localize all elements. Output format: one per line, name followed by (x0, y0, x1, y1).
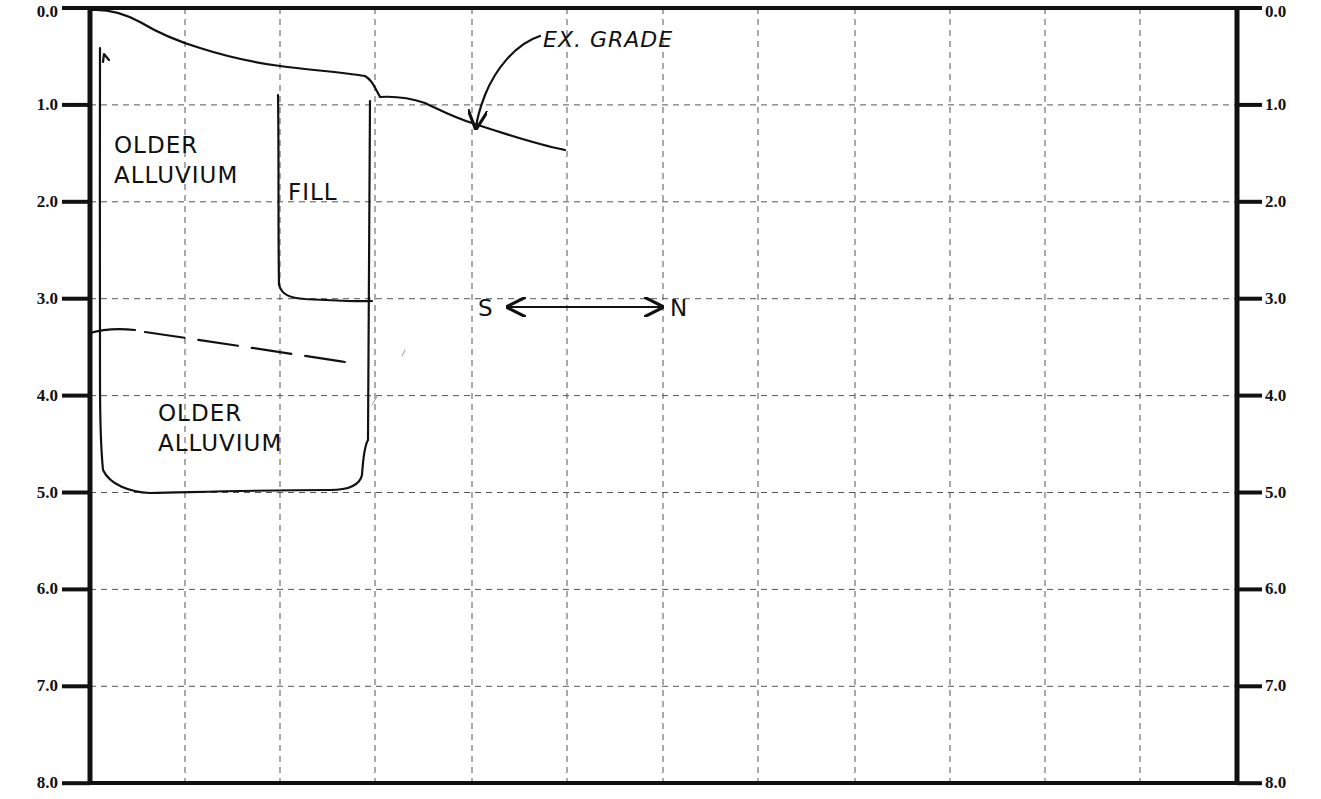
axis-tick (62, 684, 90, 688)
depth-value: 4.0 (1265, 386, 1286, 406)
axis-tick (1237, 103, 1262, 107)
axis-tick (62, 200, 90, 204)
axis-tick (1237, 297, 1262, 301)
axis-tick (62, 297, 90, 301)
fill-boundary (278, 95, 372, 301)
depth-value: 4.0 (37, 386, 58, 406)
axis-tick (1237, 587, 1262, 591)
depth-value: 6.0 (37, 579, 58, 599)
axis-tick (62, 394, 90, 398)
grid-line (90, 395, 1237, 396)
depth-value: 2.0 (37, 192, 58, 212)
grade-callout: EX. GRADE (543, 27, 673, 53)
axis-tick (1237, 200, 1262, 204)
axis-tick (62, 587, 90, 591)
depth-value: 2.0 (1265, 192, 1286, 212)
grid-lines (90, 8, 1237, 783)
leader-arrow (476, 36, 540, 128)
grid-line (90, 298, 1237, 299)
pencil-mark (372, 350, 405, 405)
stratum-contact-dashed (145, 332, 358, 364)
soil-unit-label: OLDER ALLUVIUM (158, 398, 318, 458)
axis-tick (1237, 781, 1262, 785)
axis-tick (62, 6, 90, 10)
depth-value: 5.0 (1265, 483, 1286, 503)
axis-tick (62, 491, 90, 495)
axis-tick (62, 103, 90, 107)
direction-label: S (478, 293, 494, 323)
depth-value: 0.0 (37, 2, 58, 22)
depth-value: 8.0 (37, 773, 58, 793)
grid-line (1045, 8, 1046, 783)
grid-line (90, 201, 1237, 202)
depth-value: 5.0 (37, 483, 58, 503)
corner-mark (103, 54, 109, 62)
depth-value: 6.0 (1265, 579, 1286, 599)
depth-value: 0.0 (1265, 2, 1286, 22)
depth-value: 7.0 (37, 676, 58, 696)
soil-unit-label: FILL (288, 177, 338, 207)
direction-label: N (670, 293, 688, 323)
axis-tick (1237, 394, 1262, 398)
trench-outline (100, 48, 370, 493)
grid-line (758, 8, 759, 783)
grid-line (375, 8, 376, 783)
depth-value: 1.0 (1265, 95, 1286, 115)
soil-unit-label: OLDER ALLUVIUM (114, 130, 274, 190)
grid-line (185, 8, 186, 783)
axis-ticks (62, 8, 1262, 783)
sheet-frame (90, 6, 1237, 785)
depth-value: 3.0 (37, 289, 58, 309)
stratum-contact-solid (90, 329, 135, 333)
axis-tick (1237, 684, 1262, 688)
depth-value: 1.0 (37, 95, 58, 115)
grid-line (90, 589, 1237, 590)
depth-value: 7.0 (1265, 676, 1286, 696)
depth-value: 8.0 (1265, 773, 1286, 793)
axis-tick (1237, 6, 1262, 10)
grid-line (90, 104, 1237, 105)
grid-line (90, 686, 1237, 687)
depth-value: 3.0 (1265, 289, 1286, 309)
axis-tick (1237, 491, 1262, 495)
grid-line (90, 492, 1237, 493)
axis-tick (62, 781, 90, 785)
existing-grade-line (92, 10, 565, 150)
direction-arrow (508, 306, 662, 308)
